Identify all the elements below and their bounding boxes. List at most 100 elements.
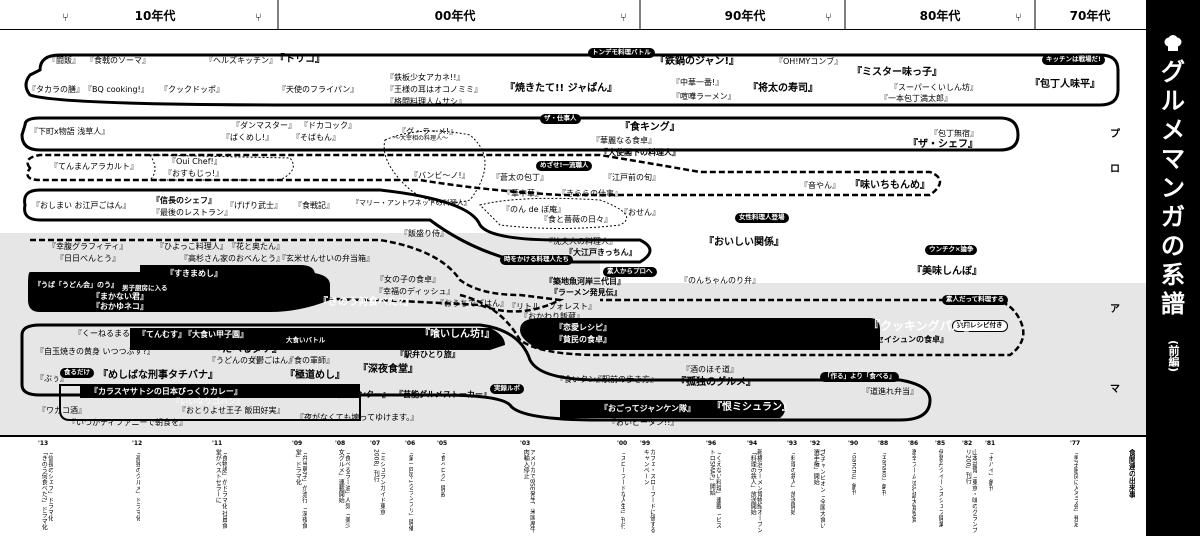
black-lane-gourmet xyxy=(560,400,785,418)
work-title: 『いつかティファニーで朝食を』 xyxy=(68,418,188,427)
timeline-event: 「孤独のグルメ」ドラマ化 xyxy=(134,449,141,521)
black-lane-papa xyxy=(520,318,880,350)
black-lanes xyxy=(28,265,880,418)
work-title: 『すきまめし』 xyxy=(166,269,222,278)
tag-danshi: 男子厨房に入る xyxy=(118,284,172,294)
timeline-event: 「ミシュランガイド東京2008」刊行 xyxy=(372,449,385,515)
side-label-pro-2: ロ xyxy=(1110,164,1120,175)
amateur-band-top xyxy=(600,233,1146,283)
work-title: 『グ・ラ・メ!』 xyxy=(398,127,458,136)
title-char: メ xyxy=(1161,116,1185,144)
work-title: 『バンビ～ノ!』 xyxy=(410,171,470,180)
timeline-event: 「弁当男子」が流行 「深夜食堂」ドラマ化 xyxy=(294,449,307,529)
work-title: 『セイシュンの食卓』 xyxy=(868,335,948,344)
work-title: 『食戦記』 xyxy=(294,201,334,210)
work-title: 『きららの仕事』 xyxy=(558,189,622,198)
work-title: 『てんまんアラカルト』 xyxy=(50,162,138,171)
work-title: 『ばくめし!』 xyxy=(222,133,274,142)
work-title: 『きのう何食べた?』 xyxy=(318,297,414,308)
work-title: 『うどんの女』 xyxy=(208,356,264,365)
work-title: 『ドライブご飯』 xyxy=(253,388,317,397)
work-title: 『のんちゃんのり弁』 xyxy=(680,276,760,285)
fork-icon: ⑂ xyxy=(255,11,262,24)
era-label-10s: 10年代 xyxy=(134,8,176,23)
work-title: 『おいピータン!!』 xyxy=(608,418,679,427)
timeline-event: 新横浜ラーメン博物館オープン 「料理の鉄人」放送開始 xyxy=(749,449,762,533)
work-title: 『華中華』 xyxy=(503,189,543,198)
events-label: 食関連の出来事 xyxy=(1128,449,1136,498)
work-title: 『ミスター味っ子』 xyxy=(852,67,942,78)
tag-jitsuyou: 実用レシピ付き xyxy=(952,320,1008,332)
work-title: 『大江戸きっちん』 xyxy=(565,248,637,257)
timeline-year: '94 xyxy=(747,440,758,447)
work-title: 『ダンマスター』 xyxy=(232,121,296,130)
work-title: 『鉄鍋のジャン!』 xyxy=(655,56,740,67)
work-title: 『ザ・シェフ』 xyxy=(908,139,978,150)
lane-shirojin2 xyxy=(459,293,1025,357)
work-title: 『幸腹グラフィティ』 xyxy=(48,242,128,251)
work-title: 『花と奥たん』 xyxy=(228,242,284,251)
tag-mezase: めざせ!一流職人 xyxy=(536,161,593,171)
work-title: 『おとりよせ王子 飯田好実』 xyxy=(178,406,285,415)
lane-amateur xyxy=(30,238,565,313)
work-title: 『喧嘩ラーメン』 xyxy=(672,92,736,101)
work-title: 『クッキングパパ』 xyxy=(868,319,976,333)
timeline-year: '05 xyxy=(437,440,448,447)
work-title: 『げげり武士』 xyxy=(226,201,282,210)
work-title: 『最後のレストラン』 xyxy=(152,208,232,217)
work-title: 『マリー・アントワネットの料理人』 xyxy=(352,199,471,207)
work-subtitle: ～大宰相の料理人～ xyxy=(394,135,449,142)
work-title: 『のん de ぼ庵』 xyxy=(502,205,566,214)
black-lane-yakimono xyxy=(140,265,315,275)
work-title: 『花のズボラ飯』 xyxy=(215,266,295,277)
work-title: 『ヘルズキッチン』 xyxy=(205,56,277,65)
black-lane-danshi xyxy=(28,272,330,312)
work-title: 『中華一番!』 xyxy=(672,78,724,87)
dotted-link-1 xyxy=(148,154,294,181)
side-label-pro-1: プ xyxy=(1110,129,1120,140)
work-title: 『クックドッポ』 xyxy=(160,85,224,94)
work-title: 『たべるダケ』 xyxy=(212,344,282,355)
work-title: 『リトル・フォレスト』 xyxy=(508,302,596,311)
work-title: 『駅前の歩き方』 xyxy=(594,375,658,384)
work-title: 『芸能グルメストーカー』 xyxy=(395,390,491,399)
work-title: 『江戸前の旬』 xyxy=(604,173,660,182)
chef-hat-icon xyxy=(1163,34,1183,54)
timeline-year: '07 xyxy=(370,440,381,447)
era-header: 10年代 00年代 90年代 80年代 70年代 ⑂ ⑂ ⑂ ⑂ ⑂ xyxy=(0,0,1146,30)
timeline-event: 「料理の鉄人」放送開始 xyxy=(789,449,796,515)
timeline-year: '93 xyxy=(787,440,798,447)
title-char: 系 xyxy=(1161,261,1185,289)
work-title: 『貧民の食卓』 xyxy=(555,335,611,344)
timeline-event: 「くえない料理」連載 「ビストロSMAP」開始 xyxy=(708,449,721,529)
work-title: 『ひよっこ料理人』 xyxy=(156,242,228,251)
timeline-year: '81 xyxy=(985,440,996,447)
timeline-event: 「スローフードな人生!」刊行 xyxy=(619,449,626,530)
title-char: ン xyxy=(1161,174,1185,202)
work-title: 『めしばな刑事タチバナ』 xyxy=(98,370,218,381)
era-label-80s: 80年代 xyxy=(919,8,961,23)
work-title: 『おしまい お江戸ごはん』 xyxy=(32,201,131,210)
timeline-year: '11 xyxy=(212,440,223,447)
work-title: 『スーパーくいしん坊』 xyxy=(890,83,978,92)
work-title: 『沈夫人の料理人』 xyxy=(545,237,617,246)
work-title: 『おかゆネコ』 xyxy=(92,302,148,311)
work-title: 『華麗なる食卓』 xyxy=(592,136,656,145)
timeline-event: 「Hanako」創刊 xyxy=(880,449,887,496)
timeline-year: '08 xyxy=(335,440,346,447)
work-title: 『夜がなくても壊ってゆけます。』 xyxy=(296,413,419,422)
dotted-link-2 xyxy=(383,130,486,204)
work-title: 『信長のシェフ』 xyxy=(152,196,216,205)
timeline-event: カフェ・スローフードに価するキャンペーン xyxy=(642,449,655,533)
title-char: 譜 xyxy=(1161,290,1185,318)
work-title: 『焼きたて!! ジャぱん』 xyxy=(505,83,618,94)
work-title: 『深夜食堂』 xyxy=(358,364,418,375)
work-title: 『タカラの膳』 xyxy=(28,85,84,94)
tag-josei: 女性料理人登場 xyxy=(735,213,789,223)
lane-mezase xyxy=(26,153,942,197)
timeline-year: '88 xyxy=(878,440,889,447)
tag-tsukuru: 「作る」より「食べる」 xyxy=(820,372,900,382)
work-title: 『おごってジャンケン隊』 xyxy=(600,404,695,413)
work-title: 『奇食ハンター』 xyxy=(326,390,390,399)
work-title: 『食と薔薇の日々』 xyxy=(540,215,612,224)
